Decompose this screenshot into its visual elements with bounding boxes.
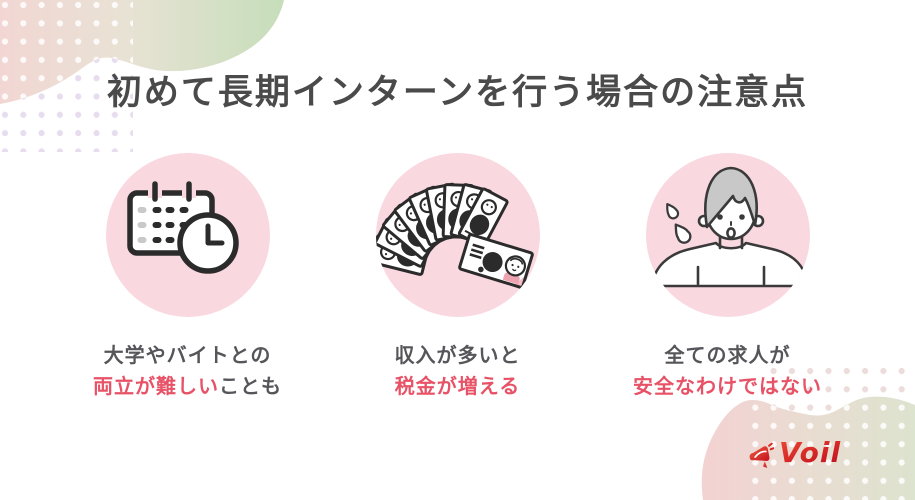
calendar-clock-icon (126, 181, 239, 274)
megaphone-icon (749, 442, 774, 468)
item-icon-circle (375, 153, 540, 317)
caption-line1: 全ての求人が (664, 343, 791, 367)
item-icon-circle (105, 153, 270, 317)
page-title: 初めて長期インターンを行う場合の注意点 (106, 73, 809, 113)
item-column-tax: 収入が多いと 税金が増える (338, 153, 578, 402)
caption-line1: 収入が多いと (394, 343, 521, 367)
brand-logo: Voil (748, 434, 873, 470)
money-fan-icon (375, 182, 534, 289)
caption-line2: 安全なわけではない (633, 371, 822, 402)
item-caption: 大学やバイトとの 両立が難しいことも (93, 340, 282, 402)
item-caption: 全ての求人が 安全なわけではない (633, 340, 822, 402)
caption-line2-gray: ことも (219, 374, 282, 398)
logo-text: Voil (779, 436, 841, 469)
caption-line2: 税金が増える (395, 371, 521, 402)
caption-line2-red: 税金が増える (394, 374, 521, 398)
caption-line1: 大学やバイトとの (103, 343, 272, 367)
caption-line2-red: 両立が難しい (93, 374, 219, 398)
top-left-blob (0, 0, 284, 104)
items-row: 大学やバイトとの 両立が難しいことも (0, 153, 915, 402)
item-column-safety: 全ての求人が 安全なわけではない (608, 153, 848, 402)
item-caption: 収入が多いと 税金が増える (395, 340, 521, 402)
caption-line2-red: 安全なわけではない (633, 374, 822, 398)
logo-wordmark: Voil (779, 436, 841, 469)
worried-person-icon (650, 166, 809, 288)
item-icon-circle (645, 153, 810, 317)
item-column-schedule: 大学やバイトとの 両立が難しいことも (68, 153, 308, 402)
caption-line2: 両立が難しいことも (93, 371, 282, 402)
